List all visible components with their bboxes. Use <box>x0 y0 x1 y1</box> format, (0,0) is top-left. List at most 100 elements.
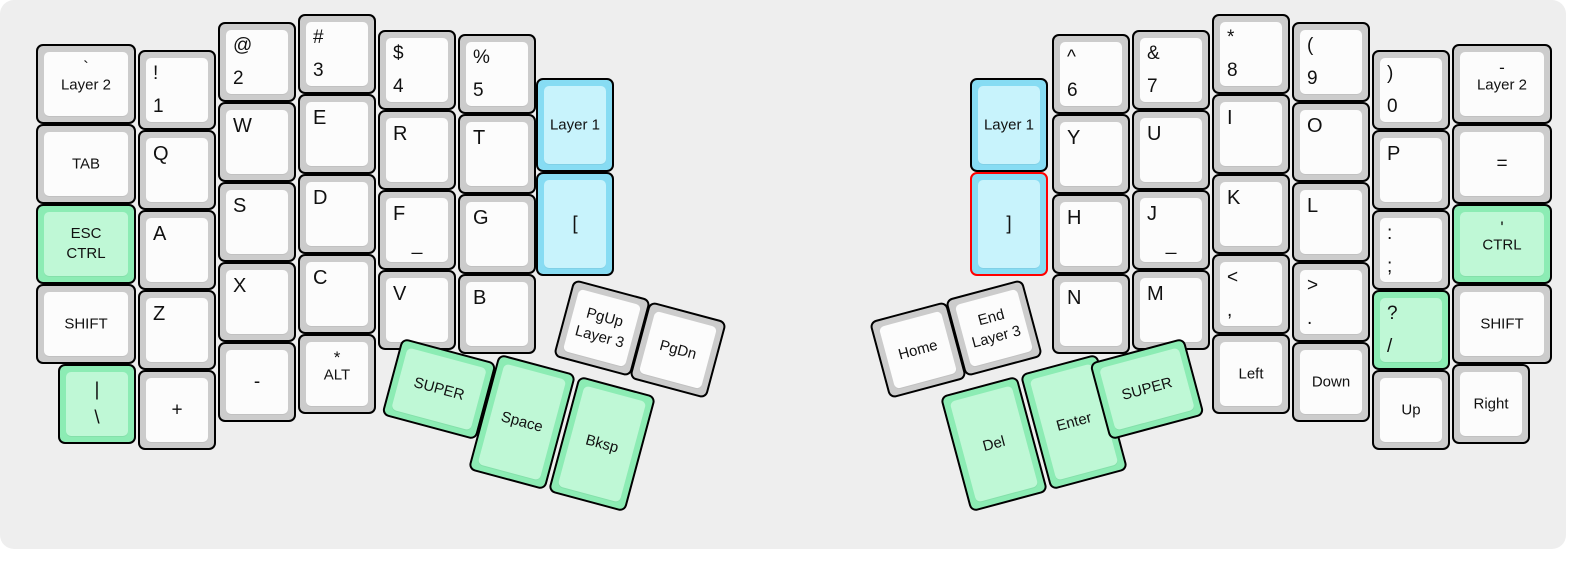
legend-primary: ; <box>1387 256 1393 277</box>
legend-primary: J <box>1147 203 1157 225</box>
key-x[interactable]: X <box>218 262 296 342</box>
key-i[interactable]: I <box>1212 94 1290 174</box>
legend-shifted: ' <box>1500 218 1504 237</box>
key-t[interactable]: T <box>458 114 536 194</box>
legend-shifted: < <box>1227 267 1239 288</box>
key-a[interactable]: A <box>138 210 216 290</box>
keycap: B <box>466 282 528 346</box>
key-z[interactable]: Z <box>138 290 216 370</box>
key-minus-left[interactable]: - <box>218 342 296 422</box>
key-q[interactable]: Q <box>138 130 216 210</box>
legend-primary: = <box>1496 153 1508 175</box>
legend-primary: V <box>393 283 407 305</box>
legend-primary: 6 <box>1067 80 1078 101</box>
keycap: - <box>226 350 288 414</box>
key-o[interactable]: O <box>1292 102 1370 182</box>
key-slash[interactable]: ? / <box>1372 290 1450 370</box>
key-tab[interactable]: TAB <box>36 124 136 204</box>
key-6[interactable]: ^ 6 <box>1052 34 1130 114</box>
key-bracket-left[interactable]: [ <box>536 172 614 276</box>
keycap: * ALT <box>306 342 368 406</box>
legend-primary: D <box>313 187 328 209</box>
keycap: < , <box>1220 262 1282 326</box>
keycap: SHIFT <box>44 292 128 356</box>
key-down[interactable]: Down <box>1292 342 1370 422</box>
key-period[interactable]: > . <box>1292 262 1370 342</box>
key-4[interactable]: $ 4 <box>378 30 456 110</box>
legend-primary: O <box>1307 115 1323 137</box>
legend-primary: L <box>1307 195 1319 217</box>
key-plus[interactable]: + <box>138 370 216 450</box>
key-b[interactable]: B <box>458 274 536 354</box>
legend-primary: 2 <box>233 68 244 89</box>
key-0[interactable]: ) 0 <box>1372 50 1450 130</box>
key-n[interactable]: N <box>1052 274 1130 354</box>
key-g[interactable]: G <box>458 194 536 274</box>
legend-primary: + <box>171 399 183 421</box>
keycap: X <box>226 270 288 334</box>
legend-primary: - <box>253 371 261 393</box>
legend-primary: Layer 1 <box>549 116 601 134</box>
keycap: Left <box>1220 342 1282 406</box>
key-p[interactable]: P <box>1372 130 1450 210</box>
key-8[interactable]: * 8 <box>1212 14 1290 94</box>
key-right[interactable]: Right <box>1452 364 1530 444</box>
key-r[interactable]: R <box>378 110 456 190</box>
key-alt[interactable]: * ALT <box>298 334 376 414</box>
key-m[interactable]: M <box>1132 270 1210 350</box>
key-shift-right[interactable]: SHIFT <box>1452 284 1552 364</box>
key-shift-left[interactable]: SHIFT <box>36 284 136 364</box>
keycap: > . <box>1300 270 1362 334</box>
keycap: C <box>306 262 368 326</box>
legend-upper: | <box>94 379 100 401</box>
legend-shifted: > <box>1307 275 1319 296</box>
legend-primary: B <box>473 287 487 309</box>
key-s[interactable]: S <box>218 182 296 262</box>
key-left[interactable]: Left <box>1212 334 1290 414</box>
key-3[interactable]: # 3 <box>298 14 376 94</box>
key-u[interactable]: U <box>1132 110 1210 190</box>
key-9[interactable]: ( 9 <box>1292 22 1370 102</box>
key-minus-layer2[interactable]: - Layer 2 <box>1452 44 1552 124</box>
key-w[interactable]: W <box>218 102 296 182</box>
key-k[interactable]: K <box>1212 174 1290 254</box>
key-j[interactable]: J _ <box>1132 190 1210 270</box>
key-5[interactable]: % 5 <box>458 34 536 114</box>
key-quote-ctrl[interactable]: ' CTRL <box>1452 204 1552 284</box>
legend-shifted: ( <box>1307 35 1314 56</box>
key-c[interactable]: C <box>298 254 376 334</box>
key-e[interactable]: E <box>298 94 376 174</box>
keycap: J _ <box>1140 198 1202 262</box>
legend-line1: ESC <box>70 224 102 242</box>
key-1[interactable]: ! 1 <box>138 50 216 130</box>
keycap: Up <box>1380 378 1442 442</box>
key-up[interactable]: Up <box>1372 370 1450 450</box>
key-grave-layer2[interactable]: ` Layer 2 <box>36 44 136 124</box>
key-pipe-backslash[interactable]: |\ <box>58 364 136 444</box>
keycap: W <box>226 110 288 174</box>
key-h[interactable]: H <box>1052 194 1130 274</box>
legend-primary: 7 <box>1147 76 1158 97</box>
key-2[interactable]: @ 2 <box>218 22 296 102</box>
legend-shifted: $ <box>393 43 404 64</box>
legend-primary: S <box>233 195 247 217</box>
key-y[interactable]: Y <box>1052 114 1130 194</box>
legend-shifted: ) <box>1387 63 1394 84</box>
legend-primary: Down <box>1311 373 1351 391</box>
key-l[interactable]: L <box>1292 182 1370 262</box>
key-7[interactable]: & 7 <box>1132 30 1210 110</box>
key-layer1-left[interactable]: Layer 1 <box>536 78 614 172</box>
key-semicolon[interactable]: : ; <box>1372 210 1450 290</box>
key-bracket-right[interactable]: ] <box>970 172 1048 276</box>
key-d[interactable]: D <box>298 174 376 254</box>
legend-shifted: ^ <box>1067 47 1076 68</box>
key-v[interactable]: V <box>378 270 456 350</box>
key-layer1-right[interactable]: Layer 1 <box>970 78 1048 172</box>
key-f[interactable]: F _ <box>378 190 456 270</box>
key-comma[interactable]: < , <box>1212 254 1290 334</box>
key-equal[interactable]: = <box>1452 124 1552 204</box>
